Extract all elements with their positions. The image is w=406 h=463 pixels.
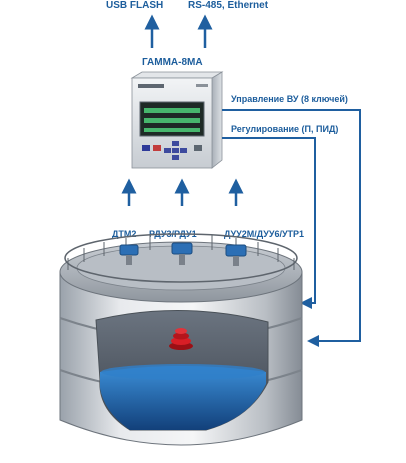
- sensor-label-dtm2: ДТМ2: [112, 229, 137, 239]
- control-relay-label: Управление ВУ (8 ключей): [231, 94, 348, 104]
- sensor-dtm2-icon: [119, 244, 139, 265]
- controller-device: [130, 71, 224, 169]
- output-network-label: RS-485, Ethernet: [188, 0, 269, 11]
- device-buttons: [142, 141, 202, 160]
- tank-liquid: [100, 366, 266, 430]
- device-logo-strip: [138, 84, 164, 88]
- storage-tank: [59, 233, 303, 446]
- device-title: ГАММА-8МА: [142, 57, 203, 68]
- level-float-icon: [169, 328, 193, 350]
- sensor-label-duu: ДУУ2М/ДУУ6/УТР1: [224, 229, 305, 239]
- regulation-control-line: [222, 137, 316, 309]
- relay-control-line: [222, 109, 361, 347]
- sensor-rdu-icon: [171, 242, 193, 265]
- sensor-duu-icon: [225, 244, 247, 266]
- control-regulation-label: Регулирование (П, ПИД): [231, 124, 339, 134]
- output-usb-label: USB FLASH: [106, 0, 164, 11]
